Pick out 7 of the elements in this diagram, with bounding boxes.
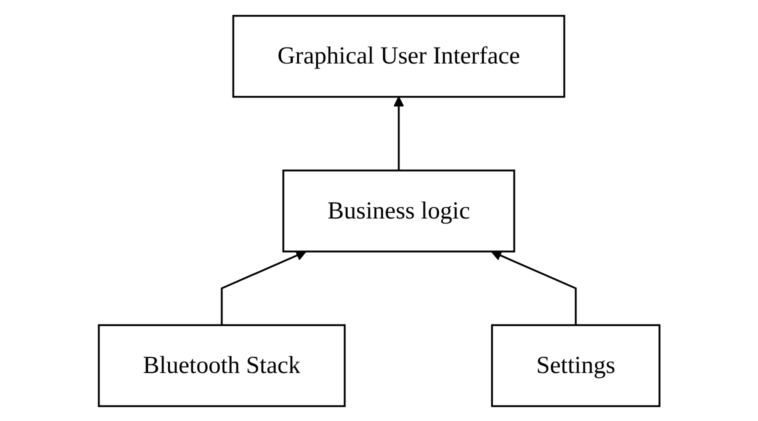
arrow <box>393 96 404 170</box>
arrow <box>220 250 306 325</box>
node-box: Graphical User Interface <box>232 14 565 98</box>
arrow <box>490 250 576 325</box>
node-box: Bluetooth Stack <box>98 324 346 407</box>
node-box: Settings <box>490 324 660 407</box>
node-box: Business logic <box>282 169 515 252</box>
